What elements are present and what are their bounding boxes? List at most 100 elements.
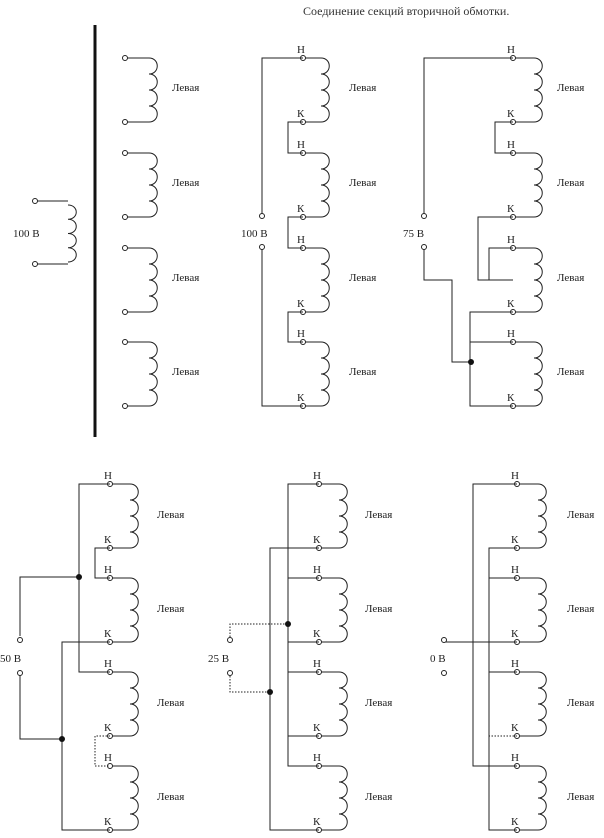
secondary-coil <box>129 483 139 549</box>
voltage-label: 75 В <box>403 228 424 240</box>
coil-label: Левая <box>349 366 376 378</box>
end-mark: К <box>297 392 305 404</box>
terminal <box>227 637 233 643</box>
wire <box>269 547 319 831</box>
wire <box>125 57 149 123</box>
wire <box>287 311 303 343</box>
coil-label: Левая <box>157 509 184 521</box>
wire <box>303 57 321 123</box>
coil-label: Левая <box>157 791 184 803</box>
primary-coil <box>67 204 77 263</box>
secondary-coil <box>533 341 543 407</box>
wire <box>261 57 303 214</box>
primary-voltage-label: 100 В <box>13 228 40 240</box>
start-mark: Н <box>511 564 519 576</box>
wire <box>517 671 538 737</box>
secondary-coil <box>533 152 543 218</box>
terminal <box>421 213 427 219</box>
wire <box>517 765 538 831</box>
secondary-coil <box>533 57 543 123</box>
wire <box>488 247 513 280</box>
junction-dot <box>468 359 474 365</box>
start-mark: Н <box>507 44 515 56</box>
terminal <box>259 244 265 250</box>
end-mark: К <box>313 628 321 640</box>
coil-label: Левая <box>172 272 199 284</box>
terminal <box>122 245 128 251</box>
end-mark: К <box>104 722 112 734</box>
coil-label: Левая <box>349 177 376 189</box>
start-mark: Н <box>313 658 321 670</box>
end-mark: К <box>104 816 112 828</box>
start-mark: Н <box>313 470 321 482</box>
start-mark: Н <box>507 139 515 151</box>
start-mark: Н <box>104 564 112 576</box>
voltage-label: 100 В <box>241 228 268 240</box>
terminal <box>32 261 38 267</box>
coil-label: Левая <box>365 509 392 521</box>
dashed-wire <box>94 735 110 767</box>
start-mark: Н <box>511 470 519 482</box>
wire <box>477 216 513 281</box>
end-mark: К <box>104 534 112 546</box>
start-mark: Н <box>511 658 519 670</box>
voltage-label: 25 В <box>208 653 229 665</box>
secondary-coil <box>129 577 139 643</box>
coil-label: Левая <box>365 603 392 615</box>
terminal <box>17 670 23 676</box>
terminal <box>122 55 128 61</box>
terminal <box>441 637 447 643</box>
terminal <box>122 119 128 125</box>
coil-label: Левая <box>172 366 199 378</box>
secondary-coil <box>320 152 330 218</box>
coil-label: Левая <box>349 272 376 284</box>
end-mark: К <box>507 203 515 215</box>
secondary-coil <box>129 671 139 737</box>
end-mark: К <box>313 722 321 734</box>
start-mark: Н <box>104 470 112 482</box>
coil-label: Левая <box>567 603 594 615</box>
end-mark: К <box>297 108 305 120</box>
wire <box>469 312 513 407</box>
secondary-coil <box>320 247 330 313</box>
wire <box>517 483 538 549</box>
end-mark: К <box>313 534 321 546</box>
terminal <box>122 403 128 409</box>
junction-dot <box>76 574 82 580</box>
coil-label: Левая <box>557 272 584 284</box>
primary-winding: 100 В <box>13 25 97 437</box>
secondary-coil <box>338 765 348 831</box>
start-mark: Н <box>104 658 112 670</box>
wire <box>517 577 538 643</box>
secondary-coil <box>338 671 348 737</box>
terminal <box>17 637 23 643</box>
diagram-title: Соединение секций вторичной обмотки. <box>303 4 509 18</box>
terminal <box>227 670 233 676</box>
terminal <box>122 309 128 315</box>
wire <box>423 247 472 363</box>
coil-label: Левая <box>157 603 184 615</box>
wire <box>513 247 534 313</box>
voltage-label: 50 В <box>0 653 21 665</box>
end-mark: К <box>507 298 515 310</box>
wire <box>287 216 303 249</box>
secondary-coil <box>537 577 547 643</box>
wire <box>94 547 110 579</box>
wire <box>110 483 130 549</box>
secondary-coil <box>148 57 158 123</box>
secondary-coil <box>533 247 543 313</box>
wire <box>110 765 130 831</box>
wire <box>261 247 303 407</box>
start-mark: Н <box>297 234 305 246</box>
end-mark: К <box>507 392 515 404</box>
coil-label: Левая <box>172 82 199 94</box>
start-mark: Н <box>297 328 305 340</box>
end-mark: К <box>511 534 519 546</box>
dashed-wire <box>229 673 270 693</box>
secondary-coil <box>148 341 158 407</box>
end-mark: К <box>511 816 519 828</box>
start-mark: Н <box>297 139 305 151</box>
dashed-wire <box>229 623 288 640</box>
wire <box>513 341 534 407</box>
